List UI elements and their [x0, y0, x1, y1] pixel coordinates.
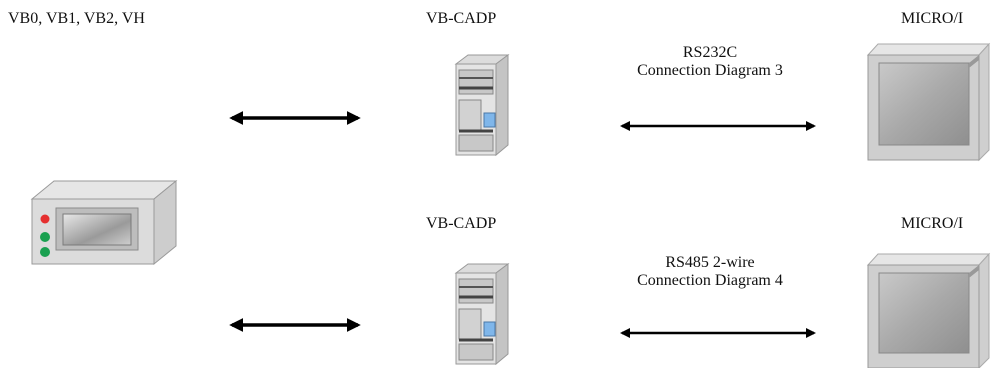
top-link-label: RS232C Connection Diagram 3 [610, 44, 810, 80]
top-panel-label: MICRO/I [901, 10, 964, 27]
top-link-protocol: RS232C [682, 44, 738, 61]
bottom-link-diagram: Connection Diagram 4 [637, 272, 783, 289]
top-adapter-icon [454, 54, 510, 157]
top-link-diagram: Connection Diagram 3 [637, 62, 783, 79]
bottom-adapter-icon [454, 263, 510, 366]
plc-label: VB0, VB1, VB2, VH [8, 10, 145, 27]
top-micro-panel-icon [866, 42, 991, 162]
top-adapter-label: VB-CADP [426, 10, 497, 27]
bottom-micro-panel-icon [866, 252, 991, 368]
bottom-panel-label: MICRO/I [901, 215, 964, 232]
bottom-adapter-label: VB-CADP [426, 215, 497, 232]
plc-device-icon [30, 179, 178, 266]
bottom-link-label: RS485 2-wire Connection Diagram 4 [610, 254, 810, 290]
bottom-link-protocol: RS485 2-wire [665, 254, 755, 271]
